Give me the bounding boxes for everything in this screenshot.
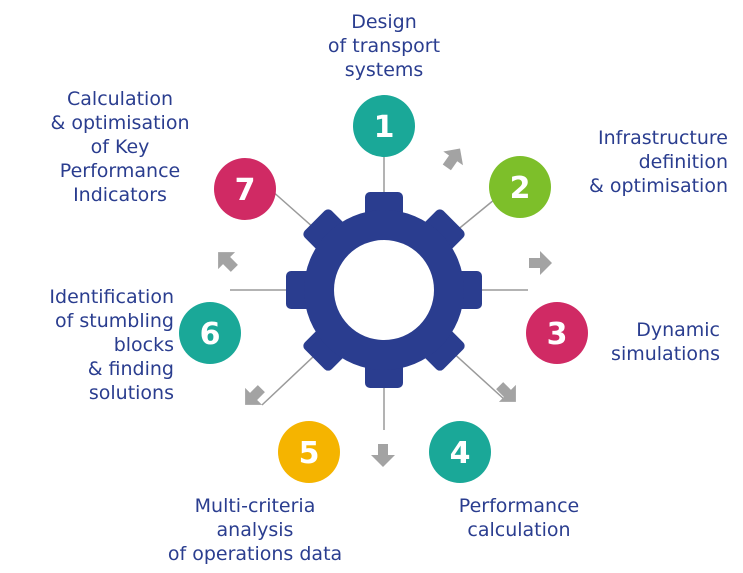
label-line: calculation: [467, 519, 571, 541]
label-line: solutions: [88, 382, 174, 404]
label-line: of stumbling: [55, 310, 174, 332]
step-circle-6: 6: [179, 302, 241, 364]
step-circle-2: 2: [489, 156, 551, 218]
step-label-5: Multi-criteria analysis of operations da…: [140, 494, 370, 566]
step-label-7: Calculation & optimisation of Key Perfor…: [30, 87, 210, 207]
label-line: of Key: [90, 136, 150, 158]
label-line: definition: [638, 151, 728, 173]
label-line: Multi-criteria: [194, 495, 316, 517]
gear-icon: [286, 192, 482, 388]
label-line: Infrastructure: [597, 127, 728, 149]
step-number-4: 4: [450, 436, 471, 471]
flow-arrow-icon: [496, 382, 516, 402]
step-number-6: 6: [200, 317, 221, 352]
label-line: systems: [344, 59, 424, 81]
label-line: & finding: [87, 358, 174, 380]
step-number-5: 5: [299, 436, 320, 471]
label-line: of transport: [327, 35, 441, 57]
step-label-2: Infrastructure definition & optimisation: [548, 126, 728, 198]
label-line: of operations data: [167, 543, 343, 565]
flow-arrow-icon: [371, 444, 395, 467]
step-number-2: 2: [510, 171, 531, 206]
flow-arrow-icon: [529, 251, 552, 275]
gear-hole: [334, 240, 434, 340]
label-line: Dynamic: [636, 319, 720, 341]
step-label-6: Identification of stumbling blocks & fin…: [4, 285, 174, 405]
step-circle-7: 7: [214, 158, 276, 220]
step-circle-1: 1: [353, 95, 415, 157]
step-circle-4: 4: [429, 421, 491, 483]
label-line: analysis: [216, 519, 294, 541]
label-line: Performance: [59, 160, 181, 182]
step-label-4: Performance calculation: [434, 494, 604, 542]
flow-arrows: [218, 148, 552, 467]
step-number-7: 7: [235, 173, 256, 208]
flow-arrow-icon: [218, 252, 238, 272]
label-line: Design: [351, 11, 417, 33]
label-line: & optimisation: [50, 112, 190, 134]
label-line: Performance: [458, 495, 580, 517]
flow-arrow-icon: [442, 148, 463, 171]
step-label-1: Design of transport systems: [304, 10, 464, 82]
label-line: & optimisation: [589, 175, 728, 197]
step-circle-3: 3: [526, 302, 588, 364]
label-line: Identification: [49, 286, 174, 308]
step-number-3: 3: [547, 317, 568, 352]
step-number-1: 1: [374, 110, 395, 145]
flow-arrow-icon: [245, 385, 265, 405]
label-line: simulations: [611, 343, 720, 365]
label-line: Indicators: [73, 184, 167, 206]
step-label-3: Dynamic simulations: [588, 318, 720, 366]
step-circle-5: 5: [278, 421, 340, 483]
label-line: blocks: [113, 334, 174, 356]
label-line: Calculation: [67, 88, 173, 110]
